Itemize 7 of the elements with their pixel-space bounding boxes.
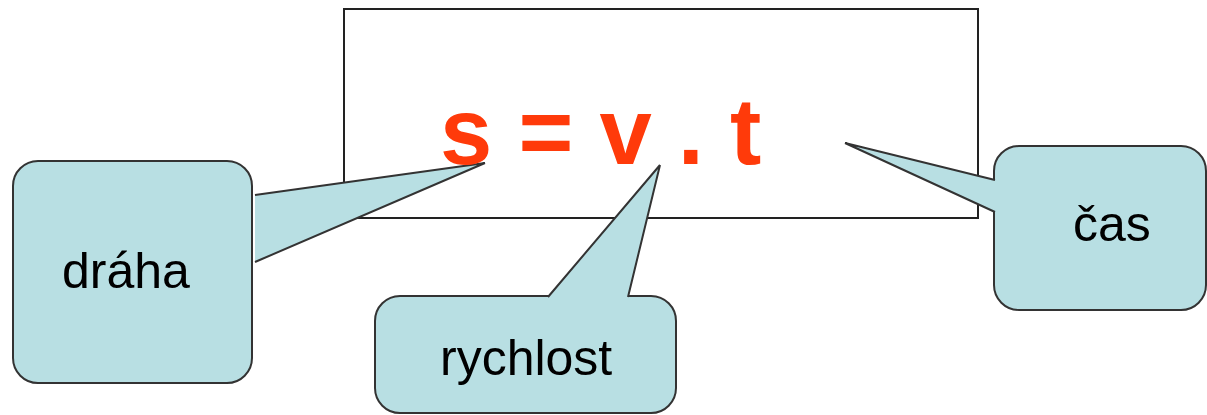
callout-text: rychlost [440, 329, 613, 387]
callout-text: čas [1073, 195, 1151, 253]
callout-bubble [993, 145, 1207, 311]
callout-bubble [12, 160, 253, 384]
callout-text: dráha [62, 242, 190, 300]
formula-frame [343, 8, 979, 219]
formula-text: s = v . t [440, 78, 762, 186]
